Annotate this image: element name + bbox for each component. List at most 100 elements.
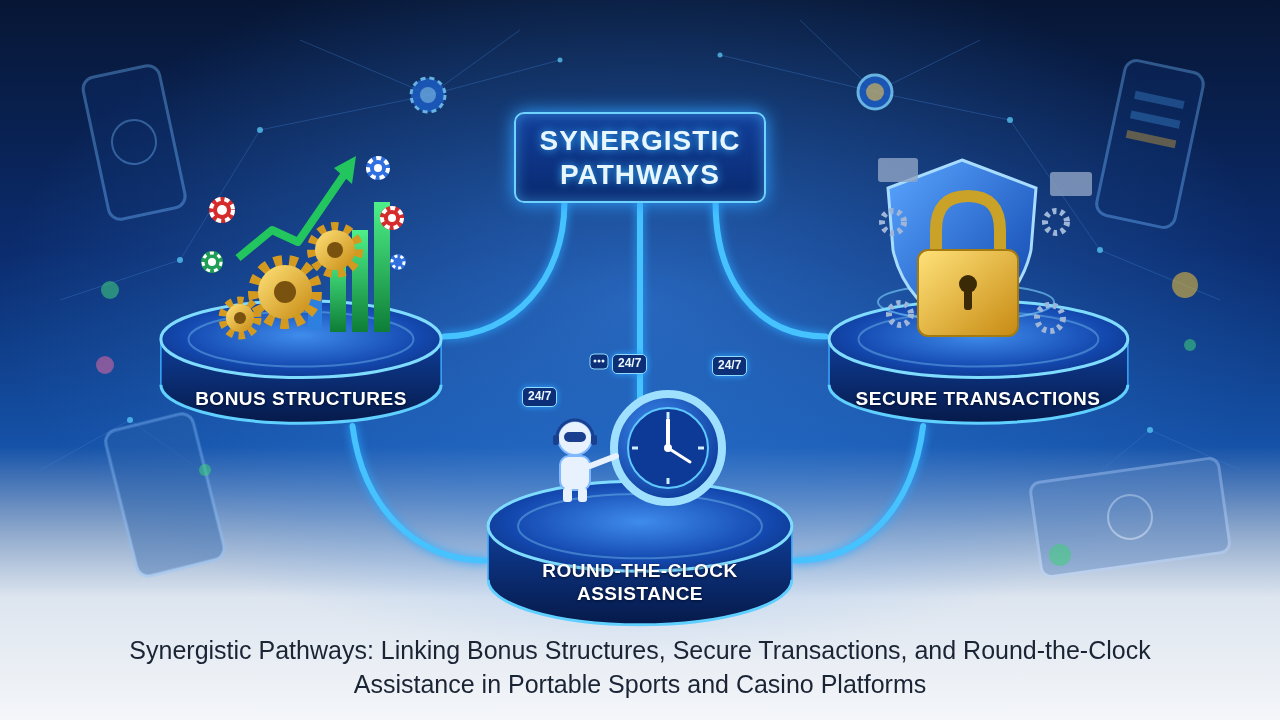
line-shape — [667, 478, 670, 484]
connector-line — [444, 203, 564, 336]
circle-shape — [209, 197, 235, 223]
circle-shape — [889, 303, 911, 325]
g-shape — [81, 58, 1231, 578]
g-shape — [223, 301, 257, 335]
circle-shape — [108, 116, 160, 168]
circle-shape — [388, 214, 396, 222]
caption-text: Synergistic Pathways: Linking Bonus Stru… — [100, 634, 1180, 702]
circle-shape — [208, 258, 216, 266]
platform-rim — [829, 385, 1128, 423]
circle-shape — [312, 227, 358, 273]
g-shape — [366, 156, 390, 180]
badge-label: 24/7 — [612, 354, 647, 374]
path-shape — [60, 60, 560, 300]
rect-shape — [1094, 58, 1205, 229]
node-text: ROUND-THE-CLOCK ASSISTANCE — [515, 560, 765, 606]
circle-shape — [258, 265, 312, 319]
circle-shape — [1147, 427, 1153, 433]
polyline-shape — [238, 172, 346, 258]
g-shape — [201, 251, 223, 273]
circle-shape — [392, 256, 404, 268]
circle-shape — [598, 360, 601, 363]
node-text: SYNERGISTIC PATHWAYS — [540, 124, 741, 191]
rect-shape — [918, 250, 1018, 336]
circle-shape — [226, 304, 254, 332]
circle-shape — [1049, 544, 1071, 566]
circle-shape — [1172, 272, 1198, 298]
rect-shape — [1130, 110, 1181, 128]
circle-shape — [594, 360, 597, 363]
process-box: SYNERGISTIC PATHWAYS — [514, 112, 766, 203]
circle-shape — [1097, 247, 1103, 253]
circle-shape — [664, 444, 672, 452]
circle-shape — [177, 257, 183, 263]
g-shape — [882, 211, 1067, 331]
rect-shape — [563, 488, 572, 502]
g-shape — [209, 197, 235, 223]
circle-shape — [382, 208, 402, 228]
rect-shape — [964, 288, 972, 310]
circle-shape — [614, 394, 722, 502]
rect-shape — [1050, 172, 1092, 196]
circle-shape — [217, 205, 227, 215]
connector-line — [795, 426, 923, 561]
line-shape — [666, 420, 670, 448]
circle-shape — [374, 164, 382, 172]
line-shape — [698, 447, 704, 450]
rect-shape — [591, 435, 597, 445]
circle-shape — [1184, 339, 1196, 351]
circle-shape — [628, 408, 708, 488]
rect-shape — [103, 411, 227, 578]
rect-shape — [878, 158, 918, 182]
circle-shape — [1045, 211, 1067, 233]
circle-shape — [558, 421, 592, 455]
assistance-illustration — [553, 354, 722, 502]
circle-shape — [602, 360, 605, 363]
polygon-shape — [334, 156, 356, 184]
circle-shape — [390, 254, 406, 270]
circle-shape — [1037, 305, 1063, 331]
circle-shape — [234, 312, 246, 324]
line-shape — [590, 456, 616, 466]
connector-line — [716, 203, 826, 336]
circle-shape — [558, 58, 563, 63]
circle-shape — [380, 206, 404, 230]
security-illustration — [878, 158, 1092, 336]
circle-shape — [366, 156, 390, 180]
rect-shape — [1029, 457, 1230, 578]
circle-shape — [254, 261, 316, 323]
g-shape — [254, 261, 316, 323]
circle-shape — [257, 127, 263, 133]
circle-shape — [315, 230, 355, 270]
rect-shape — [590, 354, 608, 369]
path-shape — [936, 196, 1000, 256]
circle-shape — [368, 158, 388, 178]
circle-shape — [127, 417, 133, 423]
circle-shape — [199, 464, 211, 476]
circle-shape — [1007, 117, 1013, 123]
circle-shape — [101, 281, 119, 299]
badge-label: 24/7 — [522, 387, 557, 407]
node-text: SECURE TRANSACTIONS — [856, 388, 1101, 411]
rect-shape — [1126, 130, 1177, 148]
circle-shape — [203, 253, 221, 271]
circle-shape — [882, 211, 904, 233]
badge-label: 24/7 — [712, 356, 747, 376]
circle-shape — [223, 301, 257, 335]
rect-shape — [81, 63, 187, 221]
g-shape — [390, 254, 406, 270]
node-text: BONUS STRUCTURES — [195, 388, 407, 411]
platform-inner-ring — [518, 494, 762, 558]
rect-shape — [560, 456, 590, 490]
circle-shape — [274, 281, 296, 303]
platform-rim — [161, 385, 441, 423]
circle-shape — [96, 356, 114, 374]
bonus-illustration — [201, 156, 406, 335]
circle-shape — [201, 251, 223, 273]
circle-shape — [718, 53, 723, 58]
platform-node: ROUND-THE-CLOCK ASSISTANCE — [485, 478, 795, 628]
g-shape — [380, 206, 404, 230]
rect-shape — [553, 435, 559, 445]
